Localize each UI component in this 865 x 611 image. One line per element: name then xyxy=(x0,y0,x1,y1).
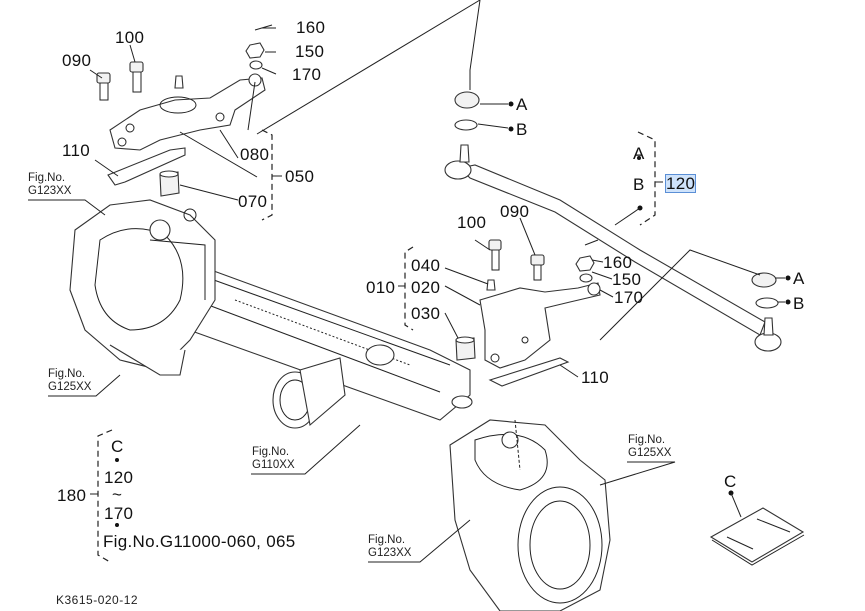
part-label-090-left[interactable]: 090 xyxy=(62,51,92,70)
kit-item-range: ~ xyxy=(112,485,123,504)
fig-ref-line1: Fig.No. xyxy=(48,368,86,380)
part-label-010[interactable]: 010 xyxy=(366,278,396,297)
fig-ref-g125xx-right[interactable]: Fig.No. G125XX xyxy=(628,434,671,460)
part-label-100-center[interactable]: 100 xyxy=(457,213,487,232)
kit-item-170: 170 xyxy=(104,504,134,523)
tie-rod-left-label-b[interactable]: B xyxy=(516,120,528,139)
fig-ref-line2: G123XX xyxy=(28,185,72,197)
fig-ref-line1: Fig.No. xyxy=(252,446,290,458)
part-label-030[interactable]: 030 xyxy=(411,304,441,323)
part-label-170-left[interactable]: 170 xyxy=(292,65,322,84)
tie-rod-right-label-b[interactable]: B xyxy=(793,294,805,313)
kit-item-fig-ref: Fig.No.G11000-060, 065 xyxy=(103,532,296,551)
part-label-150-center[interactable]: 150 xyxy=(612,270,642,289)
fig-ref-g123xx-left[interactable]: Fig.No. G123XX xyxy=(28,172,71,198)
part-label-160-left[interactable]: 160 xyxy=(296,18,326,37)
fig-ref-line1: Fig.No. xyxy=(368,534,406,546)
fig-ref-line2: G123XX xyxy=(368,547,412,559)
left-knuckle-arm xyxy=(96,24,273,197)
part-label-160-center[interactable]: 160 xyxy=(603,253,633,272)
kit-item-120: 120 xyxy=(104,468,134,487)
fig-ref-line2: G125XX xyxy=(628,447,672,459)
part-label-040[interactable]: 040 xyxy=(411,256,441,275)
tie-rod-right-label-a[interactable]: A xyxy=(793,269,805,288)
fig-ref-g110xx[interactable]: Fig.No. G110XX xyxy=(252,446,295,472)
part-label-120-selected[interactable]: 120 xyxy=(664,174,697,193)
part-label-110-left[interactable]: 110 xyxy=(62,141,91,160)
part-label-150-left[interactable]: 150 xyxy=(295,42,325,61)
tie-rod-left-label-a[interactable]: A xyxy=(516,95,528,114)
drawing-number: K3615-020-12 xyxy=(56,593,139,607)
tie-rod-kit-label-b: B xyxy=(633,175,645,194)
fig-ref-line2: G125XX xyxy=(48,381,92,393)
leader-lines xyxy=(28,0,791,563)
right-knuckle-arm xyxy=(455,239,601,387)
fig-ref-g123xx-bottom[interactable]: Fig.No. G123XX xyxy=(368,534,411,560)
part-label-090-center[interactable]: 090 xyxy=(500,202,530,221)
kit-item-c: C xyxy=(111,437,124,456)
manual-booklet xyxy=(709,507,805,566)
part-label-170-center[interactable]: 170 xyxy=(614,288,644,307)
part-label-050[interactable]: 050 xyxy=(285,167,315,186)
manual-label-c[interactable]: C xyxy=(724,472,737,491)
part-label-110-center[interactable]: 110 xyxy=(581,368,610,387)
axle-housing xyxy=(69,199,611,611)
fig-ref-line2: G110XX xyxy=(252,459,295,471)
part-label-020[interactable]: 020 xyxy=(411,278,441,297)
tie-rod xyxy=(444,91,782,352)
part-label-080[interactable]: 080 xyxy=(240,145,270,164)
fig-ref-line1: Fig.No. xyxy=(28,172,66,184)
part-label-180[interactable]: 180 xyxy=(57,486,87,505)
part-label-070[interactable]: 070 xyxy=(238,192,268,211)
fig-ref-g125xx-left[interactable]: Fig.No. G125XX xyxy=(48,368,91,394)
tie-rod-kit-label-a: A xyxy=(633,144,645,163)
fig-ref-line1: Fig.No. xyxy=(628,434,666,446)
part-label-100-left[interactable]: 100 xyxy=(115,28,145,47)
